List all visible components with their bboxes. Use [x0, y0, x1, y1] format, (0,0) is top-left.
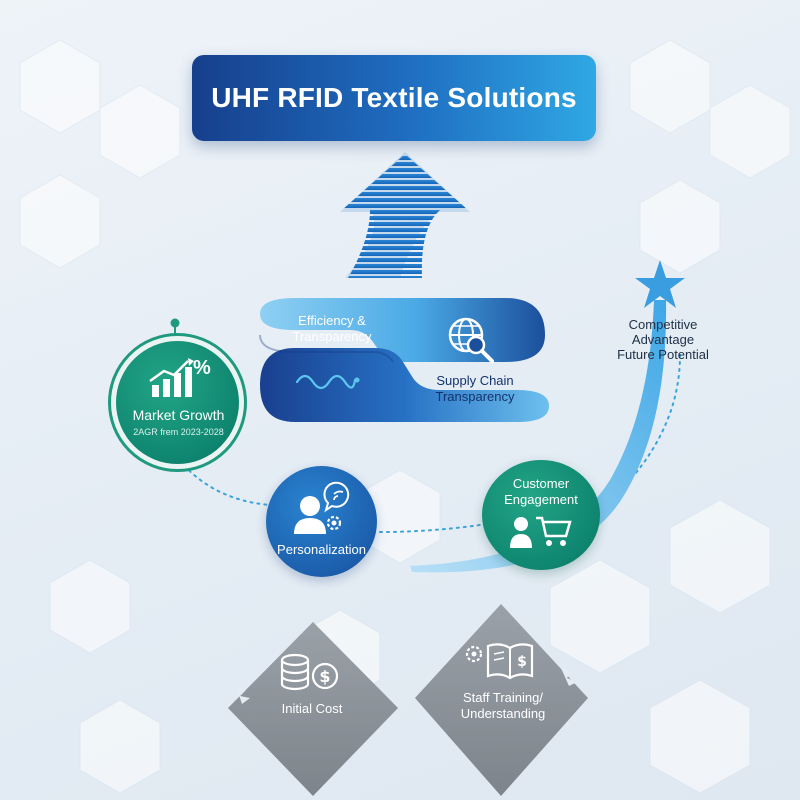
coins-icon: $: [280, 653, 339, 691]
title-banner: UHF RFID Textile Solutions: [192, 55, 596, 141]
svg-text:$: $: [319, 667, 330, 686]
market-growth-sub: 2AGR frem 2023-2028: [133, 427, 224, 437]
book-gear-icon: $: [465, 643, 534, 680]
competitive-line-1: Competitive: [628, 317, 698, 332]
staff-training-diamond: [415, 604, 588, 796]
market-growth-circle: [116, 341, 239, 464]
competitive-line-2: Advantage: [631, 332, 695, 347]
person-chat-icon: [294, 481, 350, 534]
staff-training-label: Staff Training/ Understanding: [460, 690, 546, 721]
personalization-circle: [266, 466, 377, 577]
supply-chain-label: Supply Chain Transparency: [435, 373, 515, 404]
customer-engagement-circle: [482, 460, 600, 570]
title-text: UHF RFID Textile Solutions: [211, 82, 577, 113]
efficiency-label: Efficiency & Transparency: [292, 313, 372, 344]
initial-cost-diamond: [228, 622, 398, 796]
competitive-advantage-label: Competitive Advantage Future Potential: [588, 317, 738, 362]
market-growth-label: Market Growth: [132, 407, 225, 423]
initial-cost-label: Initial Cost: [281, 701, 343, 716]
up-arrow-graphic: [340, 152, 470, 278]
globe-search-icon: [448, 317, 494, 363]
wave-icon: [295, 374, 360, 390]
customer-engagement-label: Customer Engagement: [504, 476, 578, 507]
competitive-line-3: Future Potential: [617, 347, 709, 362]
shopping-cart-icon: [510, 516, 572, 548]
star-icon: [635, 260, 685, 308]
growth-chart-icon: [149, 358, 194, 397]
personalization-label: Personalization: [277, 542, 366, 557]
percent-symbol: %: [193, 357, 211, 379]
svg-text:$: $: [517, 654, 527, 670]
